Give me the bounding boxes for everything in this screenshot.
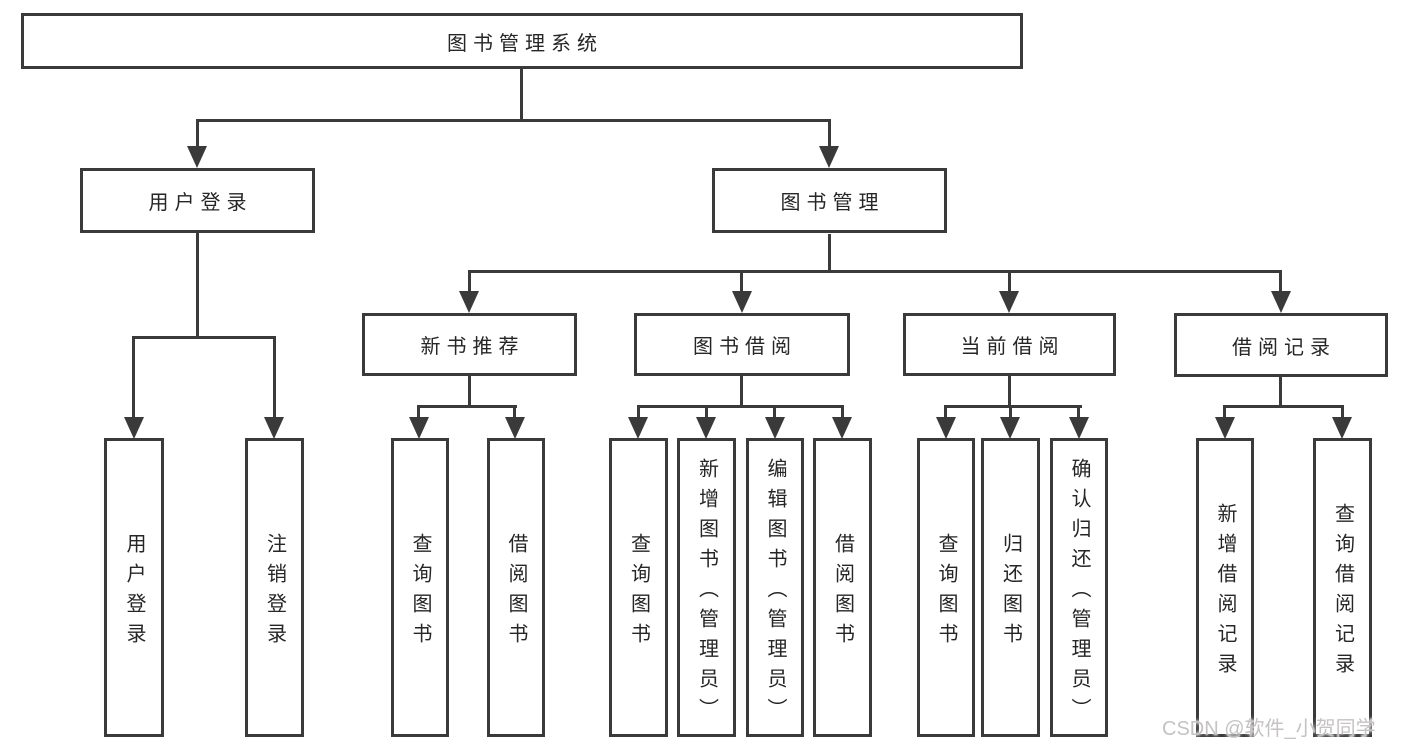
connector-line xyxy=(196,119,830,122)
connector-line xyxy=(468,376,471,408)
arrowhead-down xyxy=(1000,417,1020,439)
node-label: 图书管理 xyxy=(780,192,885,214)
arrowhead-down xyxy=(765,417,785,439)
leaf-edit-books-admin: 编辑图书（管理员） xyxy=(746,438,804,737)
connector-line xyxy=(1008,270,1011,291)
arrowhead-down xyxy=(1215,417,1235,439)
connector-line xyxy=(1008,376,1011,408)
arrowhead-down xyxy=(819,146,839,168)
arrowhead-down xyxy=(936,417,956,439)
connector-line xyxy=(841,405,844,417)
connector-line xyxy=(944,405,1082,408)
node-label: 借阅图书 xyxy=(831,532,854,653)
csdn-watermark: CSDN @软件_小贺同学 xyxy=(1162,718,1376,740)
arrowhead-down xyxy=(505,417,525,439)
node-label: 用户登录 xyxy=(123,532,145,653)
node-borrowing-records: 借阅记录 xyxy=(1174,313,1388,377)
node-label: 新增图书（管理员） xyxy=(695,457,718,728)
leaf-query-books-borrow: 查询图书 xyxy=(609,438,668,737)
node-book-borrowing: 图书借阅 xyxy=(634,313,850,376)
connector-line xyxy=(417,405,517,408)
connector-line xyxy=(1223,405,1226,417)
node-label: 借阅记录 xyxy=(1232,336,1336,359)
leaf-user-login: 用户登录 xyxy=(104,438,164,737)
leaf-add-borrow-record: 新增借阅记录 xyxy=(1196,438,1254,737)
connector-line xyxy=(637,405,640,417)
node-label: 图书借阅 xyxy=(693,336,797,358)
arrowhead-down xyxy=(1069,417,1089,439)
connector-line xyxy=(417,405,420,417)
connector-line xyxy=(1279,270,1282,291)
leaf-borrow-books-recommend: 借阅图书 xyxy=(487,438,545,737)
leaf-query-borrow-record: 查询借阅记录 xyxy=(1313,438,1372,737)
leaf-logout-login: 注销登录 xyxy=(245,438,304,737)
leaf-query-books-current: 查询图书 xyxy=(917,438,975,737)
connector-line xyxy=(637,405,844,408)
node-library-management-system: 图书管理系统 xyxy=(21,13,1023,69)
connector-line xyxy=(1223,405,1344,408)
connector-line xyxy=(1009,405,1012,417)
connector-line xyxy=(196,119,199,146)
node-label: 注销登录 xyxy=(263,532,286,653)
node-label: 图书管理系统 xyxy=(447,32,603,55)
node-label: 新增借阅记录 xyxy=(1214,502,1236,683)
node-label: 归还图书 xyxy=(999,532,1022,653)
node-label: 编辑图书（管理员） xyxy=(764,457,786,728)
arrowhead-down xyxy=(628,417,648,439)
node-new-book-recommendation: 新书推荐 xyxy=(362,313,577,376)
arrowhead-down xyxy=(124,417,144,439)
node-user-login: 用户登录 xyxy=(80,168,315,233)
connector-line xyxy=(740,270,743,291)
node-book-management: 图书管理 xyxy=(712,168,947,233)
arrowhead-down xyxy=(732,291,752,313)
arrowhead-down xyxy=(264,417,284,439)
node-label: 当前借阅 xyxy=(960,336,1065,358)
connector-line xyxy=(944,405,947,417)
connector-line xyxy=(828,234,831,273)
node-label: 查询图书 xyxy=(935,532,957,653)
node-label: 查询借阅记录 xyxy=(1331,502,1354,683)
leaf-return-books: 归还图书 xyxy=(981,438,1040,737)
leaf-query-books-recommend: 查询图书 xyxy=(391,438,449,737)
node-label: 借阅图书 xyxy=(505,532,527,653)
connector-line xyxy=(513,405,516,417)
arrowhead-down xyxy=(1271,291,1291,313)
leaf-confirm-return-admin: 确认归还（管理员） xyxy=(1050,438,1108,737)
connector-line xyxy=(468,270,1282,273)
arrowhead-down xyxy=(187,146,207,168)
connector-line xyxy=(520,69,523,121)
connector-line xyxy=(773,405,776,417)
connector-line xyxy=(1279,377,1282,408)
arrowhead-down xyxy=(459,291,479,313)
arrowhead-down xyxy=(409,417,429,439)
node-label: 用户登录 xyxy=(148,192,253,214)
node-label: 确认归还（管理员） xyxy=(1068,457,1090,728)
connector-line xyxy=(828,119,831,146)
arrowhead-down xyxy=(696,417,716,439)
arrowhead-down xyxy=(999,291,1019,313)
leaf-borrow-books: 借阅图书 xyxy=(813,438,872,737)
node-label: 查询图书 xyxy=(409,532,431,653)
node-label: 查询图书 xyxy=(627,532,650,653)
connector-line xyxy=(468,270,471,291)
connector-line xyxy=(196,233,199,339)
connector-line xyxy=(132,336,135,417)
node-label: 新书推荐 xyxy=(420,336,525,358)
node-current-borrowing: 当前借阅 xyxy=(903,313,1116,376)
leaf-add-books-admin: 新增图书（管理员） xyxy=(677,438,736,737)
connector-line xyxy=(705,405,708,417)
connector-line xyxy=(740,376,743,408)
connector-line xyxy=(1341,405,1344,417)
connector-line xyxy=(1077,405,1080,417)
connector-line xyxy=(132,336,276,339)
connector-line xyxy=(273,336,276,417)
arrowhead-down xyxy=(832,417,852,439)
arrowhead-down xyxy=(1332,417,1352,439)
